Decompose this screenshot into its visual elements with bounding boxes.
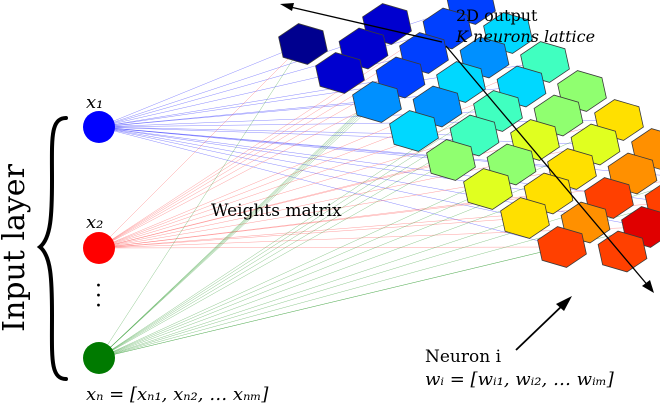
weight-line [98,101,378,359]
output-title-line2: K neurons lattice [455,27,595,46]
input-label-1: x₁ [86,92,103,113]
input-layer-brace [36,116,68,381]
weight-line [98,135,475,359]
weight-line [98,77,401,359]
weight-line [98,193,549,359]
weight-line [98,187,660,359]
input-node-2 [83,232,115,264]
neuron-cell [352,81,402,123]
neuron-cell [389,110,439,152]
ellipsis-dot-1: · [95,274,102,299]
neuron-cell [500,197,550,239]
neuron-cell [278,23,328,65]
neuron-cell [426,139,476,181]
weight-line [98,246,563,249]
input-nodes [83,111,115,374]
ellipsis-dot-2: · [95,284,102,309]
weight-line [98,217,526,359]
ellipsis-dots: · · · [95,274,102,319]
neuron-weights-label: wᵢ = [wᵢ₁, wᵢ₂, … wᵢₘ] [425,369,615,390]
input-label-n: xₙ = [xₙ₁, xₙ₂, … xₙₘ] [86,384,269,405]
weight-line [98,159,452,359]
neuron-label: Neuron i [425,347,502,367]
neuron-pointer-arrow [515,296,572,351]
weight-line [98,61,546,359]
weight-line [98,126,526,219]
weight-line [98,126,660,202]
neuron-cell [537,226,587,268]
neuron-cell [315,52,365,94]
input-layer-label: Input layer [0,163,32,331]
weights-matrix-label: Weights matrix [211,201,342,221]
input-node-1 [83,111,115,143]
weight-line [98,217,526,249]
neuron-cell [597,230,648,273]
weight-line [98,159,452,249]
weight-line [98,43,304,249]
input-node-n [83,342,115,374]
weight-line [98,77,401,249]
weight-line [98,43,304,128]
weight-line [98,126,452,161]
neuron-cell [463,168,513,210]
neuron-lattice [278,0,660,273]
ellipsis-dot-3: · [95,294,102,319]
weight-line [98,28,448,128]
weight-line [98,135,475,249]
weight-line [98,101,378,249]
weight-line [98,101,378,128]
lattice-size-arrow [280,3,654,293]
weight-line [98,246,563,359]
output-title-line1: 2D output [456,6,538,25]
input-label-2: x₂ [86,212,103,233]
weight-line [98,126,563,248]
weight-line [98,43,304,359]
